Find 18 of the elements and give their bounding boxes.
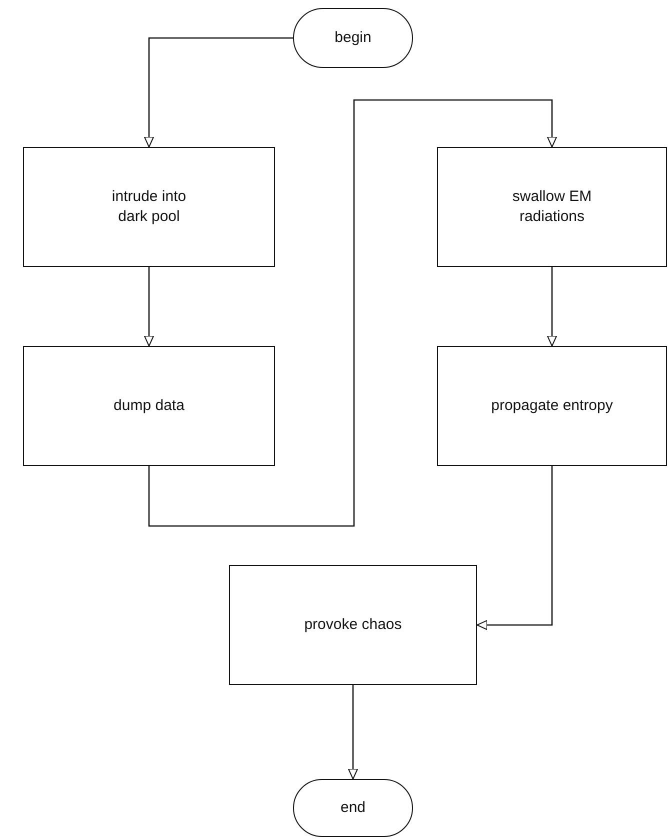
process-box [23,346,275,466]
process-box [23,147,275,267]
node-label: dump data [114,396,184,416]
process-box [437,147,667,267]
arrow [144,267,154,346]
arrow [348,685,358,780]
process-box [229,565,477,685]
node-label: intrude into dark pool [110,186,188,227]
node-label: provoke chaos [304,614,402,635]
node-label: propagate entropy [491,396,613,416]
node-label: begin [334,28,372,48]
arrow [476,466,553,630]
node-label: swallow EM radiations [511,186,593,227]
arrow [547,267,557,346]
arrow [144,37,293,148]
arrow [148,99,557,527]
process-box [437,346,667,466]
node-label: end [340,798,366,818]
